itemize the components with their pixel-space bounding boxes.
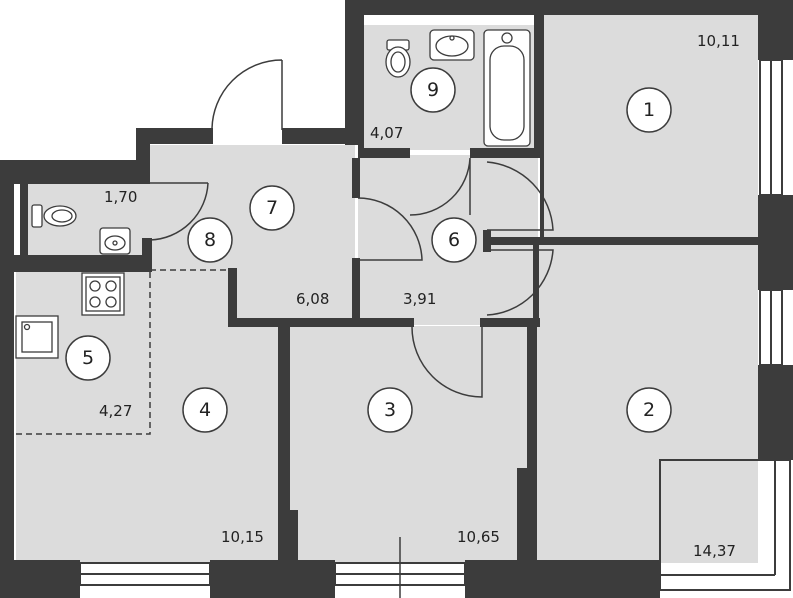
wc-sink-icon xyxy=(99,227,131,255)
wall-left-outer xyxy=(0,160,14,598)
sink-icon xyxy=(429,29,475,61)
wall-bottom-1 xyxy=(210,560,335,598)
wall-room6-left-lower xyxy=(352,258,360,326)
wall-wc-inner-left xyxy=(20,178,28,258)
door-room7-room6 xyxy=(357,197,423,261)
wall-room1-room2 xyxy=(485,237,758,245)
wall-right-3 xyxy=(758,365,793,460)
room-marker-1: 1 xyxy=(626,87,672,133)
wall-room3-right xyxy=(527,318,537,468)
room-number-3: 3 xyxy=(384,399,396,421)
toilet-icon xyxy=(385,39,411,78)
room-area-2: 14,37 xyxy=(693,542,736,560)
room-number-2: 2 xyxy=(643,399,655,421)
room-number-6: 6 xyxy=(448,229,460,251)
room-area-9: 4,07 xyxy=(370,124,403,142)
room-number-1: 1 xyxy=(643,99,655,121)
door-bathroom xyxy=(409,157,471,216)
wc-toilet-icon xyxy=(31,204,77,228)
wall-wc-inner-top xyxy=(14,176,150,184)
floor-room-3 xyxy=(290,326,527,563)
room-number-7: 7 xyxy=(266,197,278,219)
room-marker-3: 3 xyxy=(367,387,413,433)
wall-right-1 xyxy=(758,0,793,60)
room-marker-7: 7 xyxy=(249,185,295,231)
wall-wc-bottom xyxy=(14,255,150,272)
room-markers: 1 2 3 4 5 6 7 8 xyxy=(65,67,672,433)
entrance-door xyxy=(211,59,283,131)
room-area-4: 10,15 xyxy=(221,528,264,546)
wall-bottom-2 xyxy=(465,560,660,598)
room-marker-4: 4 xyxy=(182,387,228,433)
wall-room6-door-jamb xyxy=(483,230,491,252)
room-area-3: 10,65 xyxy=(457,528,500,546)
wall-room3-right-low xyxy=(517,468,537,563)
room-marker-5: 5 xyxy=(65,335,111,381)
wall-bath-right xyxy=(534,15,542,158)
door-room3 xyxy=(411,326,483,398)
room-marker-8: 8 xyxy=(187,217,233,263)
wall-entry-left xyxy=(136,128,213,144)
room-area-8: 1,70 xyxy=(104,188,137,206)
door-wc xyxy=(148,182,209,241)
wall-room3-room2 xyxy=(480,318,540,327)
wall-left-lower-window-edge xyxy=(0,560,80,598)
wall-bath-inner-left xyxy=(358,15,364,155)
balcony-door-frame xyxy=(659,459,791,591)
floor-room-7 xyxy=(150,145,355,320)
room-area-7: 6,08 xyxy=(296,290,329,308)
door-room2 xyxy=(486,249,554,316)
wall-right-2 xyxy=(758,195,793,290)
room-number-8: 8 xyxy=(204,229,216,251)
kitchen-zone-outline xyxy=(16,269,232,435)
fixtures xyxy=(15,29,531,359)
kitchen-sink-icon xyxy=(15,315,59,359)
wall-top xyxy=(345,0,793,15)
wall-room2-left xyxy=(533,240,539,320)
wall-bath-bottom-right xyxy=(470,148,540,158)
room-marker-2: 2 xyxy=(626,387,672,433)
wall-upper-left xyxy=(0,160,150,178)
room-number-5: 5 xyxy=(82,347,94,369)
wall-room1-left xyxy=(540,15,544,240)
room-number-9: 9 xyxy=(427,79,439,101)
area-labels: 10,11 14,37 10,65 10,15 4,27 3,91 6,08 1… xyxy=(99,32,740,560)
wall-entry-right xyxy=(282,128,359,144)
stove-icon xyxy=(81,272,125,316)
room-area-1: 10,11 xyxy=(697,32,740,50)
wall-room3-left xyxy=(278,320,290,560)
door-room1 xyxy=(486,161,554,231)
room-area-5: 4,27 xyxy=(99,402,132,420)
bathtub-icon xyxy=(483,29,531,147)
room-marker-9: 9 xyxy=(410,67,456,113)
wall-room6-left-upper xyxy=(352,158,360,198)
wall-corridor-left xyxy=(345,0,359,145)
room-area-6: 3,91 xyxy=(403,290,436,308)
doors xyxy=(148,59,554,598)
wall-room3-step xyxy=(290,510,298,560)
room-marker-6: 6 xyxy=(431,217,477,263)
room-number-4: 4 xyxy=(199,399,211,421)
wall-room7-left xyxy=(228,268,237,326)
wall-room7-bottom xyxy=(228,318,414,327)
wall-bath-bottom-left xyxy=(358,148,410,158)
wall-wc-right xyxy=(142,238,152,272)
